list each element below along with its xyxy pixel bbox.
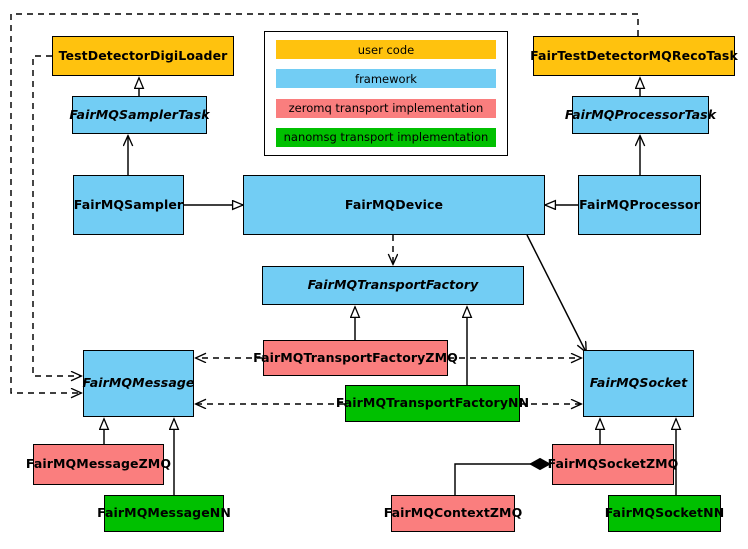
edge-recotask-message bbox=[10, 13, 639, 393]
class-node-fairmqprocessor[interactable]: FairMQProcessor bbox=[578, 175, 701, 235]
edge-digiloader-message bbox=[32, 55, 81, 376]
class-node-label: FairMQMessageNN bbox=[97, 505, 231, 521]
class-node-label: FairMQSocketZMQ bbox=[547, 456, 679, 472]
class-node-label: TestDetectorDigiLoader bbox=[58, 47, 228, 63]
class-node-fairmqsocket[interactable]: FairMQSocket bbox=[583, 350, 694, 417]
class-node-fairmqsocketnn[interactable]: FairMQSocketNN bbox=[605, 495, 724, 532]
class-node-fairmqdevice[interactable]: FairMQDevice bbox=[243, 175, 545, 235]
class-node-label: FairMQDevice bbox=[344, 196, 444, 212]
class-node-label: FairMQSocketNN bbox=[604, 505, 725, 521]
class-node-fairmqsamplertask[interactable]: FairMQSamplerTask bbox=[69, 96, 210, 134]
class-node-label: FairMQProcessorTask bbox=[564, 106, 717, 122]
legend: user code framework zeromq transport imp… bbox=[264, 31, 508, 156]
class-node-fairmqtransportfactory[interactable]: FairMQTransportFactory bbox=[262, 266, 524, 305]
class-node-label: FairMQTransportFactoryZMQ bbox=[253, 349, 458, 365]
edge-device-socket bbox=[526, 234, 586, 352]
class-node-fairmqtransportfactoryzmq[interactable]: FairMQTransportFactoryZMQ bbox=[253, 340, 458, 376]
legend-item-user-code: user code bbox=[276, 40, 496, 59]
class-node-testdetectordigiloader[interactable]: TestDetectorDigiLoader bbox=[52, 36, 234, 76]
class-node-label: FairMQMessageZMQ bbox=[25, 456, 172, 472]
class-node-fairmqcontextzmq[interactable]: FairMQContextZMQ bbox=[384, 495, 522, 532]
edge-contextzmq-socketzmq bbox=[454, 464, 550, 495]
legend-item-nanomsg: nanomsg transport implementation bbox=[276, 127, 496, 147]
class-node-label: FairMQTransportFactory bbox=[307, 277, 479, 293]
class-node-label: FairMQSocket bbox=[589, 375, 688, 391]
class-node-label: FairMQContextZMQ bbox=[383, 505, 523, 521]
class-node-label: FairMQMessage bbox=[82, 375, 195, 391]
class-node-label: FairMQTransportFactoryNN bbox=[335, 395, 530, 411]
class-node-label: FairMQSamplerTask bbox=[69, 106, 210, 122]
class-node-label: FairMQProcessor bbox=[579, 196, 700, 212]
class-node-fairmqmessage[interactable]: FairMQMessage bbox=[83, 350, 194, 417]
class-node-fairmqsampler[interactable]: FairMQSampler bbox=[73, 175, 184, 235]
legend-item-zeromq: zeromq transport implementation bbox=[276, 98, 496, 118]
class-node-fairmqmessagezmq[interactable]: FairMQMessageZMQ bbox=[26, 444, 171, 485]
class-node-fairmqsocketzmq[interactable]: FairMQSocketZMQ bbox=[548, 444, 678, 485]
legend-item-framework: framework bbox=[276, 69, 496, 89]
class-node-fairmqmessagenn[interactable]: FairMQMessageNN bbox=[97, 495, 231, 532]
class-node-fairtestdetectormqrecotask[interactable]: FairTestDetectorMQRecoTask bbox=[530, 36, 738, 76]
class-node-label: FairMQSampler bbox=[73, 196, 184, 212]
class-node-fairmqtransportfactorynn[interactable]: FairMQTransportFactoryNN bbox=[336, 385, 529, 422]
class-node-label: FairTestDetectorMQRecoTask bbox=[530, 47, 738, 63]
class-node-fairmqprocessortask[interactable]: FairMQProcessorTask bbox=[565, 96, 716, 134]
